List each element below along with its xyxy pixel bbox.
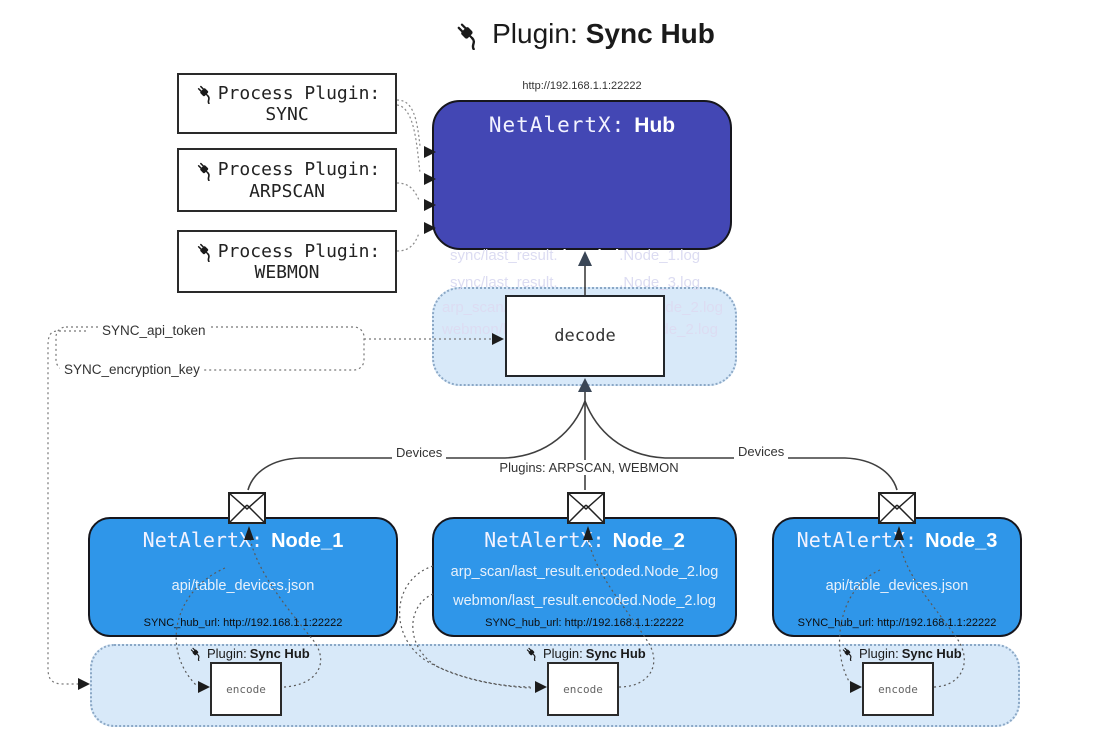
hub-box: NetAlertX: Hub sync/last_result.decoded.N… xyxy=(432,100,732,338)
hub-url-label: http://192.168.1.1:22222 xyxy=(522,80,642,92)
node-file-line: api/table_devices.json xyxy=(171,578,315,594)
hub-title: NetAlertX: Hub xyxy=(434,113,730,138)
node-title: NetAlertX:Node_2 xyxy=(484,528,685,552)
node-hub-url: SYNC_hub_url: http://192.168.1.1:22222 xyxy=(143,617,343,629)
edge-label-plugins: Plugins: ARPSCAN, WEBMON xyxy=(495,460,683,475)
process-plugin-label: Process Plugin: xyxy=(217,159,381,180)
page-title-name: Sync Hub xyxy=(585,18,715,49)
hub-log-line: sync/last_result.decoded.Node_3.log xyxy=(450,274,701,291)
node-box-node-1: NetAlertX:Node_1 api/table_devices.json … xyxy=(88,517,398,637)
plug-icon xyxy=(524,645,540,661)
edge-label-devices-right: Devices xyxy=(734,444,789,459)
hub-log-line: sync/last_result.decoded.Node_1.log xyxy=(450,247,701,264)
band-plugin-label: Plugin: Sync Hub xyxy=(188,645,310,661)
node-box-node-3: NetAlertX:Node_3 api/table_devices.json … xyxy=(772,517,1022,637)
secrets-to-encode-band-link xyxy=(47,330,86,685)
encode-box: encode xyxy=(547,662,619,716)
process-plugin-name: ARPSCAN xyxy=(249,180,325,202)
plug-icon xyxy=(452,18,484,50)
node-hub-url: SYNC_hub_url: http://192.168.1.1:22222 xyxy=(485,617,684,629)
plug-icon xyxy=(194,82,216,104)
band-plugin-label: Plugin: Sync Hub xyxy=(524,645,646,661)
decode-box: decode xyxy=(505,295,665,377)
hub-title-name: Hub xyxy=(634,114,676,137)
node-box-node-2: NetAlertX:Node_2 arp_scan/last_result.en… xyxy=(432,517,737,637)
encode-box: encode xyxy=(210,662,282,716)
edge-label-devices-left: Devices xyxy=(392,445,447,460)
plugin-to-hub-links xyxy=(396,99,421,252)
node-file-line: webmon/last_result.encoded.Node_2.log xyxy=(453,592,716,609)
hub-title-prefix: NetAlertX: xyxy=(488,113,626,137)
sync-encryption-key-label: SYNC_encryption_key xyxy=(60,362,204,377)
process-plugin-name: WEBMON xyxy=(254,262,320,283)
process-plugin-name: SYNC xyxy=(265,104,309,125)
plug-icon xyxy=(840,645,856,661)
node-file-line: api/table_devices.json xyxy=(825,578,969,594)
plug-icon xyxy=(188,645,204,661)
process-plugin-label: Process Plugin: xyxy=(217,82,381,104)
plug-icon xyxy=(194,159,216,181)
process-plugin-box-arpscan: Process Plugin: ARPSCAN xyxy=(177,148,397,212)
band-plugin-label: Plugin: Sync Hub xyxy=(840,645,962,661)
node-title: NetAlertX:Node_1 xyxy=(142,528,344,552)
process-plugin-label: Process Plugin: xyxy=(217,240,381,262)
node-file-line: arp_scan/last_result.encoded.Node_2.log xyxy=(450,563,719,580)
nodes-to-decode-curves xyxy=(247,392,898,491)
sync-api-token-label: SYNC_api_token xyxy=(98,323,210,338)
node-title: NetAlertX:Node_3 xyxy=(796,528,998,552)
process-plugin-box-sync: Process Plugin: SYNC xyxy=(177,73,397,134)
encode-box: encode xyxy=(862,662,934,716)
node-hub-url: SYNC_hub_url: http://192.168.1.1:22222 xyxy=(797,617,997,629)
page-title-prefix: Plugin: xyxy=(492,18,578,49)
process-plugin-box-webmon: Process Plugin: WEBMON xyxy=(177,230,397,293)
page-title: Plugin: Sync Hub xyxy=(50,18,1117,50)
plug-icon xyxy=(194,240,216,262)
